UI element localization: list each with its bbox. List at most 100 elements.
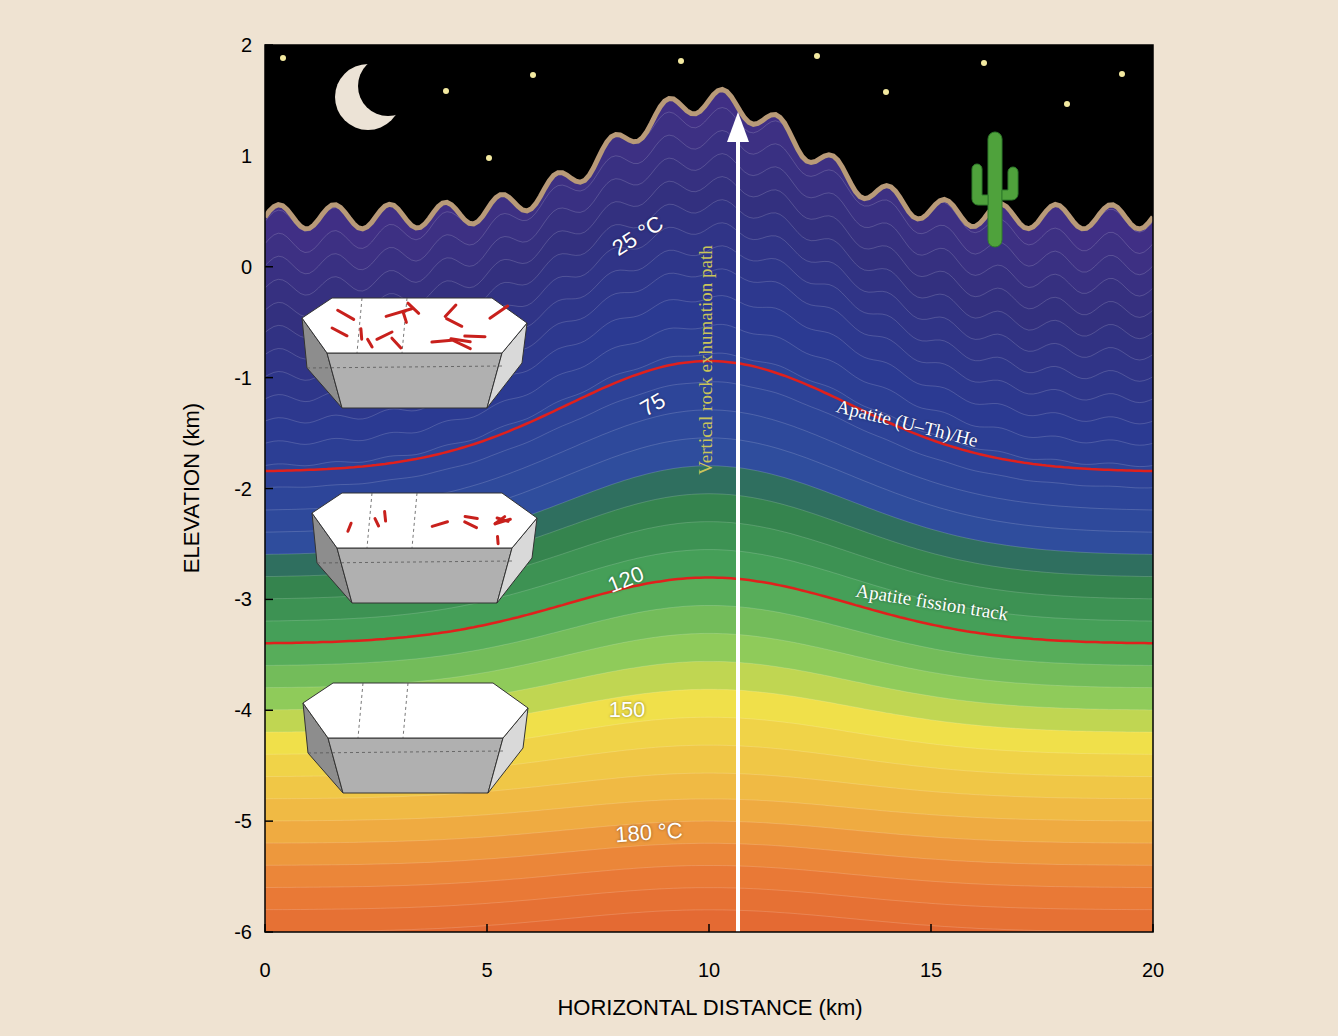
isotherm-band: [265, 410, 1153, 932]
fission-track: [368, 339, 373, 347]
isotherm-band: [265, 843, 1153, 932]
night-sky: [265, 45, 1153, 229]
star: [486, 155, 492, 161]
exhumation-arrow: [727, 112, 749, 932]
fission-track: [338, 310, 354, 319]
isotherm-band: [265, 578, 1153, 933]
closure-isotherm-label: Apatite fission track: [854, 581, 1009, 626]
tick: [264, 924, 266, 932]
fission-track: [496, 536, 500, 543]
plot-axes: [265, 45, 1153, 932]
tick: [708, 924, 710, 932]
fission-track: [447, 319, 462, 327]
fission-track: [332, 328, 347, 336]
isotherm-band: [265, 633, 1153, 932]
axis-tick-label: -2: [234, 478, 252, 500]
isotherm-band: [265, 866, 1153, 933]
isotherm-band: [265, 821, 1153, 932]
apatite-crystal: [312, 493, 537, 603]
shape: [307, 298, 502, 368]
isotherm-band: [265, 200, 1153, 932]
axis-tick-label: 2: [241, 34, 252, 56]
tick: [486, 924, 488, 932]
axis-title: HORIZONTAL DISTANCE (km): [557, 996, 862, 1020]
isotherm-band: [265, 888, 1153, 932]
isotherm-band: [265, 773, 1153, 932]
isotherm-band: [265, 910, 1153, 932]
star: [883, 89, 889, 95]
isotherm-band: [265, 438, 1153, 932]
fission-track: [375, 519, 379, 526]
fission-track: [432, 340, 452, 342]
cactus: [972, 132, 1018, 247]
closure-isotherm-label: Apatite (U–Th)/He: [834, 396, 980, 451]
star: [981, 60, 987, 66]
fission-track: [386, 309, 412, 317]
fission-track: [465, 522, 477, 528]
tick: [265, 377, 273, 379]
isotherm-band: [265, 108, 1153, 933]
axis-tick-label: -5: [234, 810, 252, 832]
fission-track: [465, 517, 477, 519]
isotherm-band: [265, 223, 1153, 932]
fission-track: [490, 306, 508, 318]
fission-track: [432, 522, 447, 527]
star: [280, 55, 286, 61]
star: [1119, 71, 1125, 77]
fission-track: [392, 338, 401, 348]
tick: [265, 599, 273, 601]
apatite-crystals: [302, 298, 537, 793]
star: [443, 88, 449, 94]
shape: [317, 493, 512, 563]
axis-tick-label: 10: [698, 959, 720, 981]
axis-tick-label: -3: [234, 588, 252, 610]
isotherm-label: 25 °C: [608, 211, 668, 261]
fission-track: [377, 332, 392, 339]
star: [814, 53, 820, 59]
axis-tick-label: -1: [234, 367, 252, 389]
star: [678, 58, 684, 64]
fission-track: [408, 303, 419, 313]
isotherm-label: 150: [609, 698, 646, 722]
star: [530, 72, 536, 78]
isotherm-band: [265, 550, 1153, 932]
shape: [328, 738, 503, 793]
shape: [308, 683, 503, 753]
tick: [265, 820, 273, 822]
isotherm-band: [265, 717, 1153, 932]
isotherm-band: [265, 799, 1153, 932]
fission-track: [348, 523, 351, 531]
axis-tick-label: 5: [481, 959, 492, 981]
sky: [265, 45, 1153, 229]
isotherm-band: [265, 606, 1153, 933]
axis-tick-label: 1: [241, 145, 252, 167]
axis-tick-label: -4: [234, 699, 252, 721]
axis-tick-label: 0: [259, 959, 270, 981]
moon: [335, 56, 418, 130]
exhumation-path-label: Vertical rock exhumation path: [696, 245, 717, 475]
fission-track: [403, 312, 406, 322]
star: [1064, 101, 1070, 107]
shape: [327, 353, 502, 408]
isotherm-label: 180 °C: [614, 819, 683, 848]
tick: [265, 44, 273, 46]
isotherm-band: [265, 246, 1153, 932]
tick: [265, 155, 273, 157]
isotherm-band: [265, 177, 1153, 932]
isotherm-band: [265, 154, 1153, 932]
tick: [265, 710, 273, 712]
fission-track: [495, 519, 510, 524]
tick: [265, 931, 273, 933]
isotherm-band: [265, 494, 1153, 932]
axis-tick-label: 20: [1142, 959, 1164, 981]
isotherm-label: 120: [604, 562, 647, 598]
shape: [312, 493, 537, 548]
fission-track: [453, 341, 470, 349]
shape: [337, 548, 512, 603]
tick: [265, 266, 273, 268]
fission-track: [359, 329, 363, 339]
isotherm-band: [265, 522, 1153, 932]
fission-track: [465, 335, 485, 339]
tick: [1152, 924, 1154, 932]
shape: [302, 298, 527, 353]
